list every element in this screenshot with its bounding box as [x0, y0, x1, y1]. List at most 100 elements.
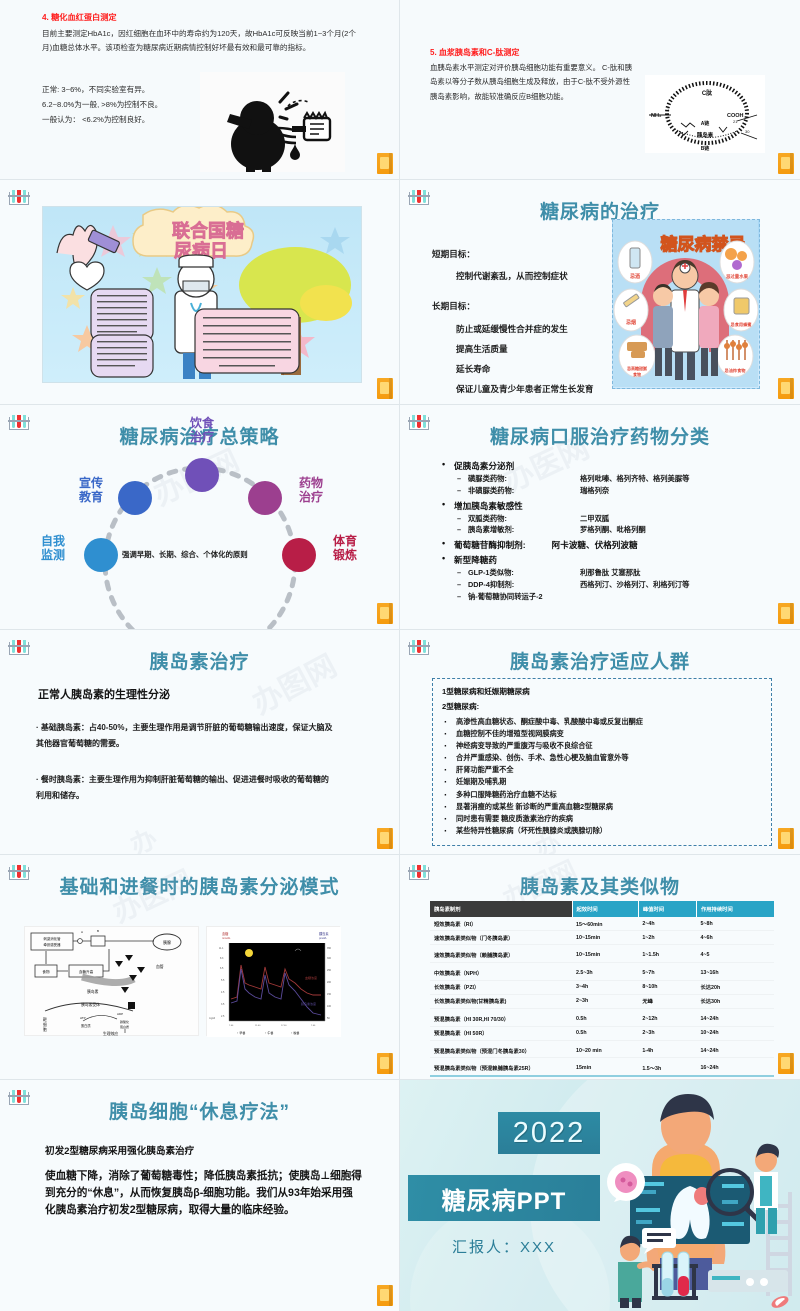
orange-bookmark-icon — [377, 378, 393, 399]
svg-text:4.5: 4.5 — [221, 991, 225, 994]
cell: 长达20h — [696, 980, 774, 995]
node-drug[interactable] — [248, 481, 282, 515]
svg-text:胰岛素受体: 胰岛素受体 — [81, 1002, 100, 1007]
test-tube-rack-icon — [408, 415, 430, 432]
oral-drug-list: 促胰岛素分泌剂 磺脲类药物:格列吡嗪、格列齐特、格列美脲等 非磺脲类药物:瑞格列… — [442, 457, 787, 603]
slide-insulin-therapy[interactable]: 胰岛素治疗 办图网 正常人胰岛素的生理性分泌 · 基础胰岛素：占40-50%，主… — [0, 630, 400, 855]
svg-text:50: 50 — [327, 1017, 330, 1020]
cell: 速效胰岛素类似物（赖脯胰岛素） — [430, 944, 572, 963]
slide-insulin-table[interactable]: 胰岛素及其类似物 办图网 胰岛素制剂 起效时间 峰值时间 作用持续时间 短效胰岛… — [400, 855, 800, 1080]
drug-item: 非磺脲类药物:瑞格列奈 — [442, 485, 787, 497]
table-header-cell: 峰值时间 — [637, 901, 697, 917]
node-self-monitoring[interactable] — [84, 538, 118, 572]
drug-group-head-text: 葡萄糖苷酶抑制剂: — [454, 540, 526, 551]
svg-text:忌油炸食物: 忌油炸食物 — [725, 367, 747, 374]
cell: 10~15min — [572, 944, 639, 963]
svg-text:靶: 靶 — [43, 1017, 47, 1022]
strategy-arc-diagram: 自我 监测 宣传 教育 饮食 治疗 药物 治疗 体育 锻炼 强调早期、长期、综合… — [41, 416, 357, 629]
svg-text:忌烟: 忌烟 — [626, 319, 636, 326]
cell: 长效胰岛素类似物(甘精胰岛素) — [430, 994, 572, 1009]
page-title: 胰岛素及其类似物 — [519, 877, 680, 898]
page-title: 糖尿病口服治疗药物分类 — [489, 427, 710, 448]
orange-bookmark-icon — [778, 153, 794, 174]
svg-text:ATP: ATP — [80, 1016, 86, 1020]
node-education[interactable] — [118, 481, 152, 515]
cell: 1~1.5h — [638, 944, 697, 963]
slide-rest-therapy[interactable]: 胰岛细胞“休息疗法” 初发2型糖尿病采用强化胰岛素治疗 使血糖下降，消除了葡萄糖… — [0, 1080, 400, 1311]
orange-bookmark-icon — [778, 603, 794, 624]
slide-cover[interactable]: 2022 糖尿病PPT 汇报人：XXX — [400, 1080, 800, 1311]
lead-text: 初发2型糖尿病采用强化胰岛素治疗 — [45, 1146, 195, 1157]
drug-value: 格列吡嗪、格列齐特、格列美脲等 — [580, 474, 690, 483]
table-header-cell: 起效时间 — [571, 901, 639, 917]
slide-strategy[interactable]: 糖尿病治疗总策略 办医网 自我 监测 宣传 教育 饮食 治疗 药物 治疗 体育 … — [0, 405, 400, 630]
svg-text:忌酒: 忌酒 — [630, 273, 640, 280]
svg-text:A链: A链 — [701, 120, 711, 127]
drug-value: 西格列汀、沙格列汀、利格列汀等 — [580, 580, 690, 590]
long-goal-item: 延长寿命 — [456, 364, 491, 374]
slide-oral-drugs[interactable]: 糖尿病口服治疗药物分类 办医网 促胰岛素分泌剂 磺脲类药物:格列吡嗪、格列齐特、… — [400, 405, 800, 630]
long-goal-item: 提高生活质量 — [456, 344, 508, 354]
node-label-drug: 药物 治疗 — [298, 476, 323, 504]
cell: 2.5~3h — [572, 962, 639, 981]
drug-group-head: 促胰岛素分泌剂 — [442, 459, 787, 472]
node-exercise[interactable] — [282, 538, 316, 572]
node-diet[interactable] — [185, 458, 219, 492]
cell: 2~3h — [638, 1026, 697, 1041]
cover-byline: 汇报人：XXX — [451, 1239, 556, 1256]
svg-text:30: 30 — [745, 129, 750, 134]
test-tube-rack-icon — [8, 1090, 30, 1107]
svg-text:血管: 血管 — [156, 964, 164, 969]
cell: 13~16h — [696, 962, 774, 981]
svg-text:100: 100 — [327, 1005, 332, 1008]
long-goal-label: 长期目标： — [432, 301, 475, 311]
cell: 0.5h — [572, 1026, 639, 1041]
short-goal-item: 控制代谢紊乱，从而控制症状 — [456, 271, 568, 281]
drug-value: 瑞格列奈 — [580, 485, 610, 495]
svg-text:细: 细 — [43, 1022, 47, 1027]
slide-secretion-pattern[interactable]: 基础和进餐时的胰岛素分泌模式 办医网 刺激消化管 牵张感受器 食物 血糖升高 胰… — [0, 855, 400, 1080]
svg-text:忌食用蜂蜜: 忌食用蜂蜜 — [731, 321, 753, 328]
drug-key: GLP-1类似物: — [468, 568, 514, 578]
slide-c-peptide[interactable]: 5. 血浆胰岛素和C-肽测定 血胰岛素水平测定对评价胰岛细胞功能有重要意义。 C… — [400, 0, 800, 180]
proinsulin-c-peptide-diagram: C肽 NH₂ COOH A链 胰岛素 B链 1 21 30 — [645, 75, 765, 153]
svg-text:A: A — [81, 930, 83, 934]
cell: 14~24h — [696, 1008, 774, 1027]
cell: 16~24h — [696, 1057, 774, 1077]
svg-text:1: 1 — [667, 107, 670, 112]
svg-text:↑ 晚餐: ↑ 晚餐 — [291, 1030, 299, 1035]
svg-text:食物: 食物 — [42, 969, 50, 974]
long-goal-item: 防止或延缓慢性合并症的发生 — [456, 324, 568, 334]
drug-item: 磺脲类药物:格列吡嗪、格列齐特、格列美脲等 — [442, 473, 787, 485]
node-label-education: 宣传 教育 — [78, 476, 103, 504]
slide-un-diabetes-day[interactable]: 联合国糖 尿病日 — [0, 180, 400, 405]
node-label-diet: 饮食 治疗 — [189, 416, 214, 444]
slide-treatment[interactable]: 糖尿病的治疗 短期目标： 控制代谢紊乱，从而控制症状 长期目标： 防止或延缓慢性… — [400, 180, 800, 405]
year-text: 2022 — [512, 1116, 586, 1149]
strategy-center-note: 强调早期、长期、综合、个体化的原则 — [122, 550, 248, 559]
slide-insulin-indications[interactable]: 胰岛素治疗适应人群 1型糖尿病和妊娠期糖尿病 2型糖尿病: 高渗性高血糖状态、酮… — [400, 630, 800, 855]
svg-text:ADP: ADP — [117, 1012, 123, 1016]
cell: 3~4h — [572, 980, 639, 995]
svg-text:蛋白质: 蛋白质 — [81, 1023, 91, 1028]
drug-item: 双胍类药物:二甲双胍 — [442, 513, 787, 525]
cell: 预混胰岛素类似物（预混赖脯胰岛素25R） — [430, 1057, 572, 1077]
cell: 1.5～3h — [638, 1057, 697, 1077]
svg-text:B: B — [97, 929, 99, 933]
cover-background: 2022 糖尿病PPT 汇报人：XXX — [400, 1080, 800, 1311]
svg-text:350: 350 — [327, 947, 332, 950]
table-header-row: 胰岛素制剂 起效时间 峰值时间 作用持续时间 — [430, 901, 774, 917]
cell: 0.5h — [572, 1008, 639, 1027]
orange-bookmark-icon — [778, 1053, 794, 1074]
test-tube-rack-icon — [8, 190, 30, 207]
cell: 短效胰岛素（RI） — [430, 917, 572, 932]
test-tube-rack-icon — [8, 640, 30, 657]
svg-text:蛋白质: 蛋白质 — [120, 1024, 129, 1029]
slide-hba1c[interactable]: 4. 糖化血红蛋白测定 目前主要测定HbA1c，因红细胞在血环中的寿命约为120… — [0, 0, 400, 180]
indication-item: 肝肾功能严重不全 — [442, 763, 762, 780]
drug-key: DDP-4抑制剂: — [468, 580, 515, 590]
svg-text:7:00: 7:00 — [311, 1025, 316, 1027]
